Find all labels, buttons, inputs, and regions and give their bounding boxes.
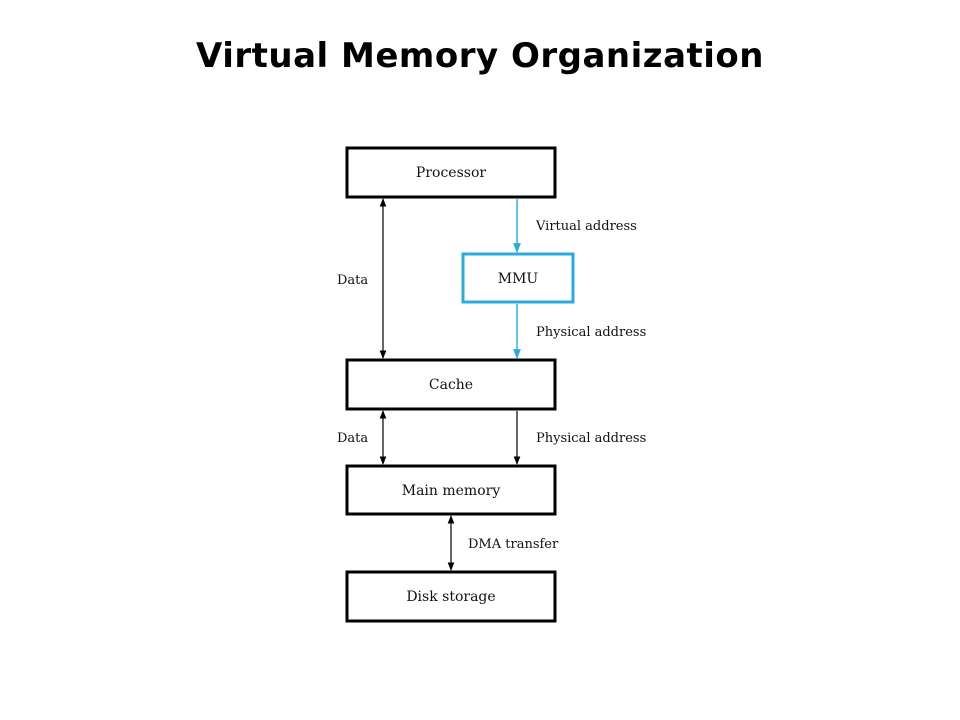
cache-label: Cache	[429, 377, 473, 393]
processor-box: Processor	[345, 146, 557, 199]
virtual-address-label: Virtual address	[535, 219, 637, 234]
cache-main-data-label: Data	[337, 431, 368, 446]
processor-label: Processor	[416, 165, 486, 181]
disk-storage-box: Disk storage	[345, 570, 557, 623]
disk-storage-label: Disk storage	[406, 589, 495, 605]
page-title: Virtual Memory Organization	[196, 36, 764, 76]
main-memory-label: Main memory	[402, 483, 501, 499]
dma-transfer-label: DMA transfer	[468, 537, 559, 552]
mmu-label: MMU	[498, 271, 539, 287]
cache-main-physical-address-label: Physical address	[536, 431, 646, 446]
processor-cache-data-label: Data	[337, 273, 368, 288]
mmu-physical-address-label: Physical address	[536, 325, 646, 340]
mmu-box: MMU	[461, 252, 575, 304]
main-memory-box: Main memory	[345, 464, 557, 516]
cache-box: Cache	[345, 358, 557, 411]
